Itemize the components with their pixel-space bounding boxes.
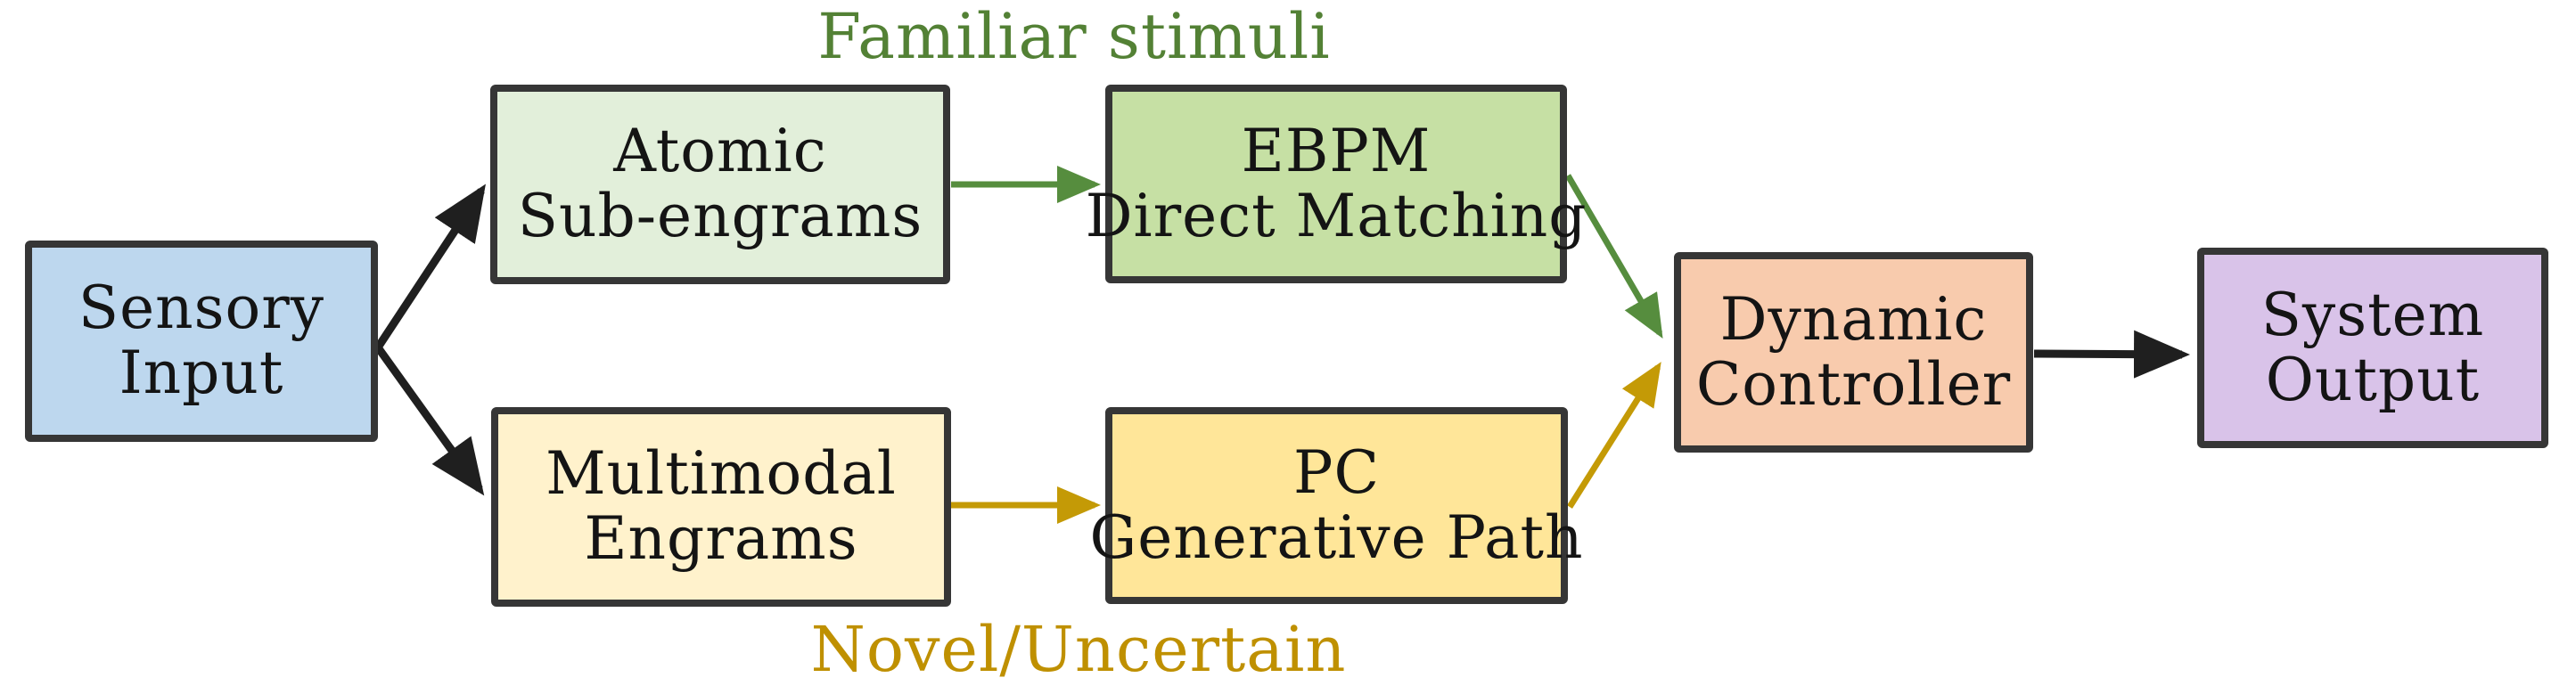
node-dynamic-controller: Dynamic Controller xyxy=(1674,252,2033,453)
node-label-line: System xyxy=(2260,280,2485,349)
node-label-line: Output xyxy=(2265,345,2481,414)
node-label-line: Sub-engrams xyxy=(517,182,923,250)
label-familiar-stimuli: Familiar stimuli xyxy=(817,0,1331,73)
node-label-line: Dynamic xyxy=(1719,284,1988,354)
node-label-line: Engrams xyxy=(584,504,858,573)
arrow-dynamic-to-output xyxy=(2033,330,2190,379)
arrow-sensory-to-atomic xyxy=(374,184,486,350)
node-pc-generative-path: PC Generative Path xyxy=(1089,407,1583,604)
node-label-line: PC xyxy=(1293,437,1380,507)
arrow-ebpm-to-dynamic xyxy=(1564,174,1663,339)
node-sensory-input: Sensory Input xyxy=(25,241,378,442)
node-system-output: System Output xyxy=(2197,248,2548,448)
arrow-sensory-to-multimodal xyxy=(374,345,485,496)
node-label-line: Input xyxy=(119,339,284,407)
node-label-line: Sensory xyxy=(78,274,325,343)
node-label-line: Atomic xyxy=(613,117,827,186)
node-multimodal-engrams: Multimodal Engrams xyxy=(491,407,951,607)
node-ebpm-direct-matching: EBPM Direct Matching xyxy=(1086,85,1586,283)
node-label-line: EBPM xyxy=(1241,116,1432,185)
label-novel-uncertain: Novel/Uncertain xyxy=(810,613,1347,686)
node-label-line: Generative Path xyxy=(1089,502,1584,572)
node-atomic-sub-engrams: Atomic Sub-engrams xyxy=(490,85,950,284)
node-label-line: Direct Matching xyxy=(1085,181,1587,250)
arrow-pc-to-dynamic xyxy=(1567,362,1661,509)
node-label-line: Multimodal xyxy=(546,439,897,509)
node-label-line: Controller xyxy=(1695,349,2012,419)
